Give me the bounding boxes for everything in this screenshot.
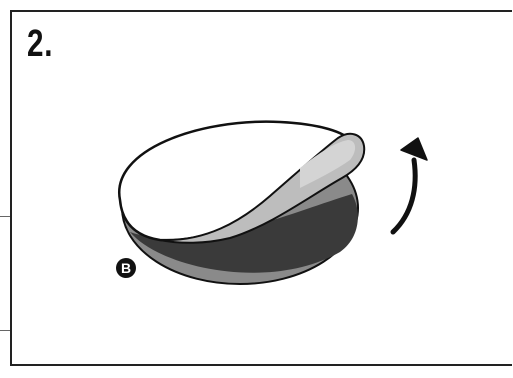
- callout-b-badge: B: [116, 258, 136, 278]
- peeling-flap: [159, 132, 366, 244]
- edge-tick-bottom: [0, 330, 10, 331]
- step-number: 2.: [27, 23, 54, 65]
- callout-b-label: B: [121, 260, 131, 276]
- curved-arrow-icon: [390, 137, 428, 235]
- edge-tick-top: [0, 216, 10, 217]
